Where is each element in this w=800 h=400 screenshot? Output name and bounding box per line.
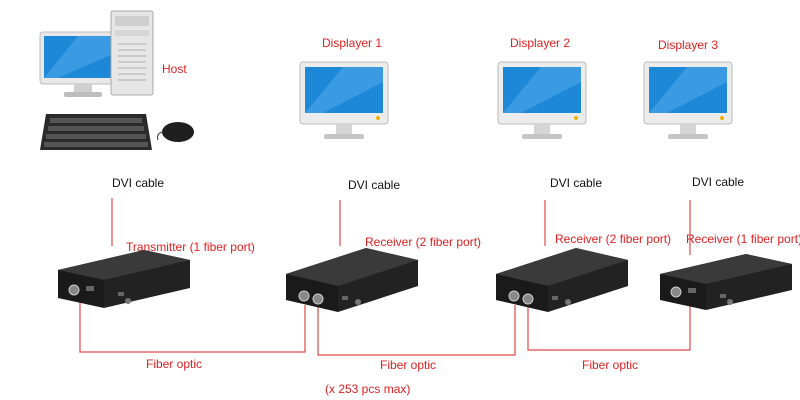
displayer-3-label: Displayer 3 xyxy=(658,38,719,52)
desktop-monitor-icon xyxy=(299,61,389,139)
fiber-extender-box-icon xyxy=(58,250,190,308)
receiver-3-device xyxy=(660,250,792,312)
displayer-2-label: Displayer 2 xyxy=(510,36,571,50)
mouse-icon xyxy=(156,120,196,144)
host-computer xyxy=(38,30,128,100)
receiver-3-label: Receiver (1 fiber port) xyxy=(686,232,800,246)
receiver-2-device xyxy=(496,244,628,314)
max-units-note: (x 253 pcs max) xyxy=(325,382,411,396)
dvi-cable-label-displayer-1: DVI cable xyxy=(348,178,401,192)
dvi-cable-label-displayer-3: DVI cable xyxy=(692,175,745,189)
fiber-line-1 xyxy=(79,300,306,353)
host-label: Host xyxy=(162,62,187,76)
fiber-optic-label-2: Fiber optic xyxy=(380,358,437,372)
fiber-optic-label-1: Fiber optic xyxy=(146,357,203,371)
fiber-extender-box-icon xyxy=(660,254,792,310)
fiber-line-3 xyxy=(527,298,691,351)
transmitter-label: Transmitter (1 fiber port) xyxy=(126,240,255,254)
displayer-2-monitor xyxy=(496,60,588,146)
displayer-1-monitor xyxy=(298,60,390,146)
pc-tower-icon xyxy=(110,10,154,96)
fiber-extender-box-icon xyxy=(496,248,628,312)
displayer-1-label: Displayer 1 xyxy=(322,36,383,50)
desktop-monitor-icon xyxy=(497,61,587,139)
receiver-2-label: Receiver (2 fiber port) xyxy=(555,232,672,246)
displayer-3-monitor xyxy=(642,60,734,146)
desktop-monitor-icon xyxy=(643,61,733,139)
transmitter-device xyxy=(58,246,190,312)
fiber-line-2 xyxy=(317,305,516,356)
fiber-optic-label-3: Fiber optic xyxy=(582,358,639,372)
receiver-1-label: Receiver (2 fiber port) xyxy=(365,235,482,249)
receiver-1-device xyxy=(286,244,418,314)
desktop-monitor-icon xyxy=(39,31,127,97)
dvi-cable-label-displayer-2: DVI cable xyxy=(550,176,603,190)
keyboard-icon xyxy=(40,112,152,152)
fiber-extender-box-icon xyxy=(286,248,418,312)
dvi-cable-label-host: DVI cable xyxy=(112,176,165,190)
